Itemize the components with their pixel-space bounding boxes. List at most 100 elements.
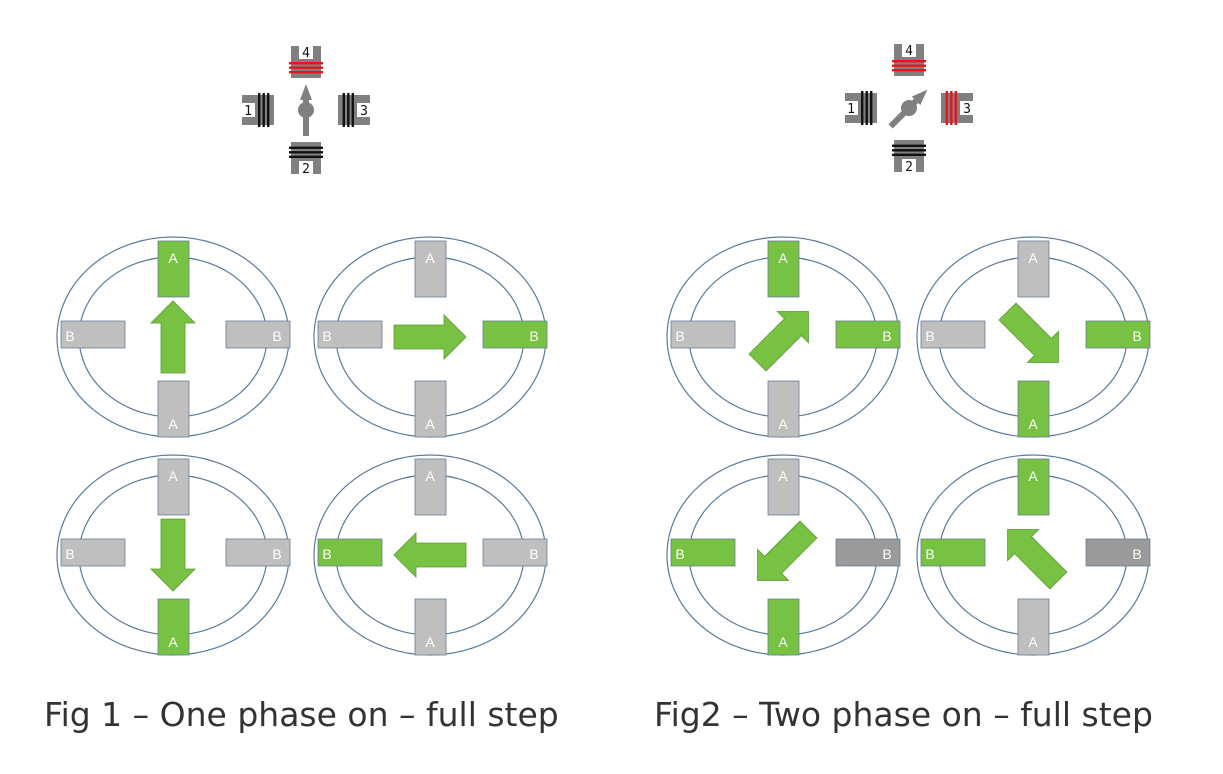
pole-right-energized (835, 320, 901, 349)
coil-winding (870, 91, 873, 125)
pole-label-bottom: A (1028, 416, 1038, 432)
coil-pole-3: 3 (338, 93, 370, 127)
pole-label-top: A (1028, 468, 1038, 484)
coil-winding (258, 93, 261, 127)
pole-top-energized (1017, 458, 1050, 516)
pole-label-left: B (925, 546, 934, 562)
coil-pole-4: 4 (289, 46, 323, 78)
coil-pole-2: 2 (892, 140, 926, 175)
pole-bottom-energized (157, 598, 190, 656)
pole-bottom-energized (767, 598, 800, 656)
pole-right (1085, 538, 1151, 567)
rotor-hub (901, 100, 917, 116)
pole-left-energized (317, 538, 383, 567)
coil-winding (289, 146, 323, 149)
pole-label-right: B (529, 546, 538, 562)
coil-winding (342, 93, 345, 127)
coil-winding (892, 60, 926, 63)
pole-label-right: B (272, 546, 281, 562)
coil-label-3: 3 (360, 104, 368, 119)
pole-label-bottom: A (425, 416, 435, 432)
pole-label-top: A (778, 250, 788, 266)
pole-bottom (157, 380, 190, 438)
pole-label-top: A (1028, 250, 1038, 266)
coil-pole-2: 2 (289, 142, 323, 177)
pole-left (317, 320, 383, 349)
rotor-hub (298, 102, 314, 118)
pole-label-left: B (675, 546, 684, 562)
pole-label-top: A (168, 468, 178, 484)
pole-label-right: B (882, 328, 891, 344)
coil-winding (262, 93, 265, 127)
coil-label-2: 2 (905, 160, 913, 175)
rotor-arrow-icon (998, 302, 1059, 363)
pole-label-right: B (1132, 546, 1141, 562)
coil-pole-1: 1 (845, 91, 877, 125)
coil-winding (950, 91, 953, 125)
pole-bottom-energized (1017, 380, 1050, 438)
pole-label-left: B (925, 328, 934, 344)
rotor-arrow-icon (150, 518, 196, 592)
coil-winding (892, 153, 926, 156)
rotor-arrowhead-icon (300, 84, 312, 100)
pole-right-energized (482, 320, 548, 349)
pole-label-top: A (425, 250, 435, 266)
pole-top (157, 458, 190, 516)
coil-label-4: 4 (905, 44, 913, 59)
motor-fig1-2: A A B B (313, 236, 548, 438)
pole-top (767, 458, 800, 516)
coil-winding (954, 91, 957, 125)
pole-label-top: A (778, 468, 788, 484)
pole-bottom (414, 380, 447, 438)
pole-label-bottom: A (168, 634, 178, 650)
pole-left (920, 320, 986, 349)
rotor-arrow-icon (1007, 529, 1068, 590)
motor-fig1-4: A A B B (313, 454, 548, 656)
pole-left (670, 320, 736, 349)
coil-winding (865, 91, 868, 125)
label-box (902, 159, 916, 172)
pole-label-left: B (322, 546, 331, 562)
coil-pole-3: 3 (941, 91, 973, 125)
pole-top-energized (157, 240, 190, 298)
pole-top-energized (767, 240, 800, 298)
coil-winding (289, 66, 323, 69)
pole-left-energized (920, 538, 986, 567)
pole-label-left: B (322, 328, 331, 344)
pole-left-energized (670, 538, 736, 567)
schematic-1: 12 3 4 (242, 46, 370, 177)
label-box (960, 101, 973, 115)
coil-label-1: 1 (847, 102, 855, 117)
label-box (242, 103, 255, 117)
pole-label-right: B (882, 546, 891, 562)
rotor-arrow-icon (393, 314, 467, 360)
coil-pole-1: 1 (242, 93, 274, 127)
pole-right (225, 538, 291, 567)
pole-right (835, 538, 901, 567)
pole-label-bottom: A (778, 416, 788, 432)
rotor-arrow-icon (757, 520, 818, 581)
pole-right (482, 538, 548, 567)
rotor-icon (888, 89, 928, 129)
coil-winding (892, 144, 926, 147)
pole-label-bottom: A (425, 634, 435, 650)
pole-label-right: B (272, 328, 281, 344)
pole-top (414, 240, 447, 298)
pole-label-right: B (529, 328, 538, 344)
pole-label-left: B (65, 328, 74, 344)
label-box (357, 103, 370, 117)
pole-label-top: A (168, 250, 178, 266)
label-box (845, 101, 858, 115)
pole-label-left: B (675, 328, 684, 344)
pole-label-top: A (425, 468, 435, 484)
rotor-arrow-icon (393, 532, 467, 578)
coil-winding (892, 64, 926, 67)
pole-bottom (767, 380, 800, 438)
coil-pole-4: 4 (892, 44, 926, 76)
coil-winding (289, 155, 323, 158)
pole-bottom (414, 598, 447, 656)
coil-winding (289, 62, 323, 65)
